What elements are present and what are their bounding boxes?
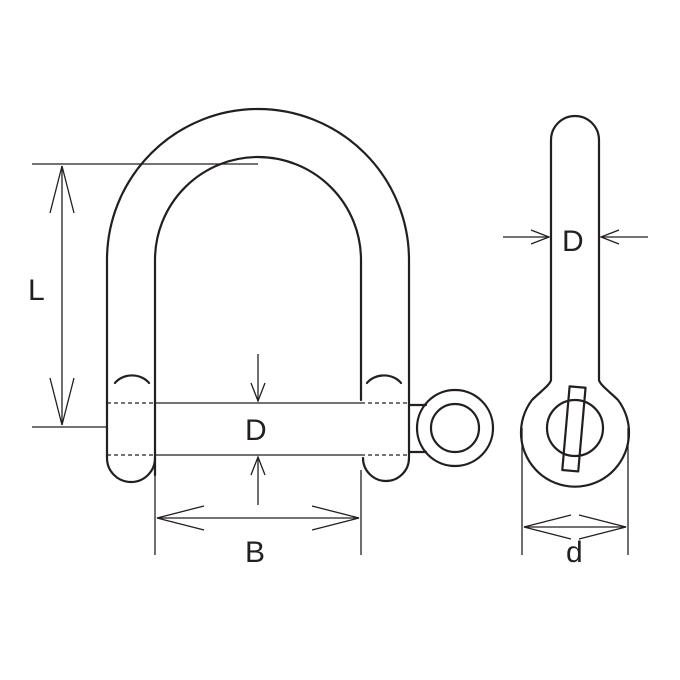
- eye-width-label: d: [566, 536, 583, 569]
- front-view: [105, 107, 495, 484]
- right-pin-hole-arc: [365, 374, 403, 385]
- b-arrow-left: [156, 505, 205, 531]
- dimension-inner-width: B: [154, 470, 362, 569]
- d-side-left-arrow: [530, 229, 551, 245]
- pin-diameter-label: D: [245, 414, 267, 447]
- side-shank-outline: [519, 114, 631, 488]
- left-pin-hole-arc: [113, 374, 151, 385]
- dimension-shank-diameter: D: [503, 225, 648, 258]
- l-arrow-bottom: [49, 377, 75, 426]
- inner-width-label: B: [245, 536, 265, 569]
- d-front-lower-arrow: [250, 455, 266, 476]
- dimension-pin-diameter: D: [245, 354, 267, 505]
- dimension-eye-width: d: [521, 428, 629, 569]
- shackle-outer-outline: [105, 107, 411, 483]
- pin-eye-outer: [415, 388, 495, 468]
- shank-diameter-label: D: [562, 225, 584, 258]
- b-arrow-right: [311, 505, 360, 531]
- left-leg-bottom: [105, 410, 157, 484]
- d-front-upper-arrow: [250, 382, 266, 403]
- d-small-arrow-right: [578, 514, 627, 540]
- d-small-arrow-left: [523, 514, 572, 540]
- side-pin-slot: [561, 385, 587, 473]
- l-arrow-top: [49, 165, 75, 214]
- d-side-right-arrow: [599, 229, 620, 245]
- length-label: L: [28, 274, 45, 307]
- side-pin-boss: [545, 398, 605, 458]
- pin-eye-neck: [407, 403, 428, 454]
- shackle-inner-outline: [153, 155, 363, 477]
- side-view: [519, 114, 631, 488]
- pin-eye-inner: [429, 402, 481, 454]
- dimension-length: L: [28, 163, 258, 428]
